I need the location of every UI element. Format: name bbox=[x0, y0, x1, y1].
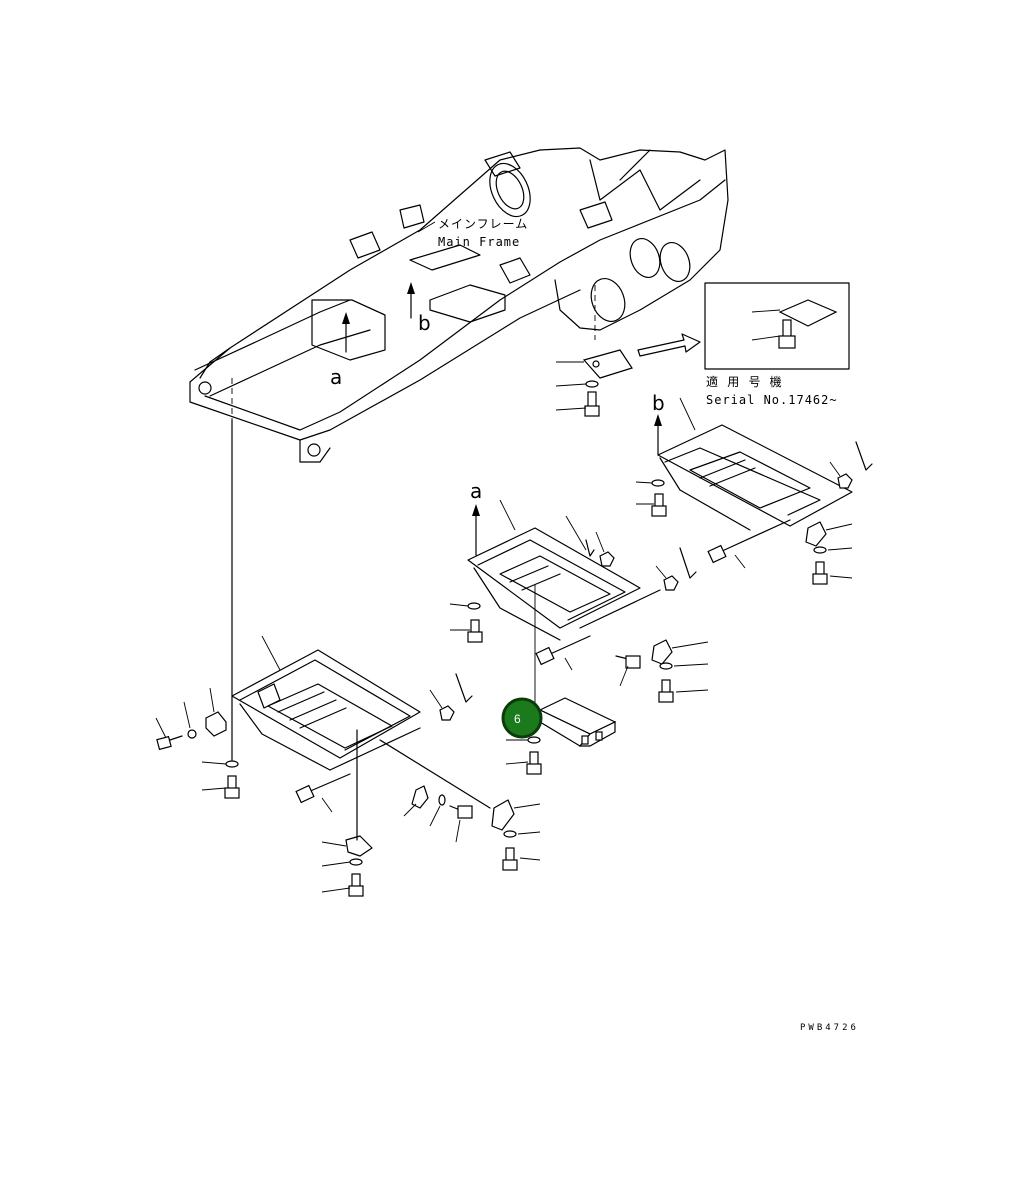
arrow-b-label: b bbox=[418, 311, 431, 335]
serial-inset: 適 用 号 機 Serial No.17462~ bbox=[704, 282, 850, 407]
main-frame-en: Main Frame bbox=[438, 235, 520, 249]
inset-arrow bbox=[637, 333, 701, 357]
arrow-b-frame: b bbox=[407, 282, 431, 335]
under-guard-front bbox=[155, 419, 541, 897]
serial-number: Serial No.17462~ bbox=[706, 393, 838, 407]
arrow-b-guard: b bbox=[652, 391, 665, 415]
callout-6[interactable]: 6 bbox=[501, 697, 543, 739]
applicable-jp: 適 用 号 機 bbox=[706, 374, 783, 389]
arrow-a-guard: a bbox=[470, 479, 482, 503]
main-frame-jp: メインフレーム bbox=[438, 217, 528, 231]
controller-box bbox=[505, 585, 617, 775]
arrow-a-frame: a bbox=[330, 312, 350, 389]
under-guard-b: b bbox=[635, 391, 873, 585]
main-frame bbox=[189, 147, 729, 463]
callout-6-number[interactable]: 6 bbox=[514, 712, 521, 726]
callout-6-circle[interactable] bbox=[501, 697, 543, 739]
drawing-code: PWB4726 bbox=[800, 1023, 859, 1033]
main-frame-label: メインフレーム Main Frame bbox=[417, 217, 528, 249]
under-guard-a: a bbox=[449, 479, 709, 703]
arrow-a-label: a bbox=[330, 365, 342, 389]
frame-cover-plate bbox=[555, 349, 633, 417]
